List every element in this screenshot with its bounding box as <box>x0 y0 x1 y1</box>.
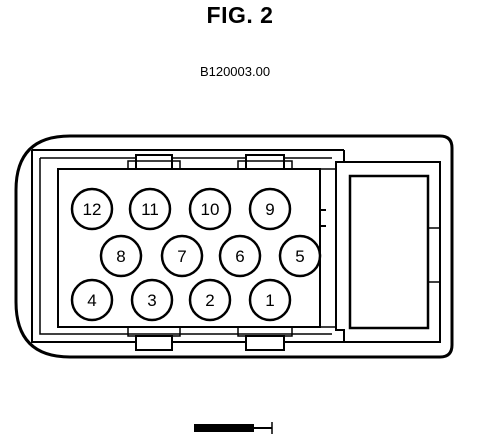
orientation-key-body <box>194 424 254 432</box>
figure-code: B120003.00 <box>199 64 271 79</box>
pin-11: 11 <box>128 187 172 231</box>
pin-circle <box>130 278 174 322</box>
figure-title: FIG. 2 <box>206 2 274 28</box>
top-lock-tab-left-base <box>127 160 181 170</box>
latch-frame <box>335 150 441 343</box>
pin-number-label: 6 <box>235 247 244 266</box>
pin-circle <box>99 234 143 278</box>
pin-circle <box>70 278 114 322</box>
top-lock-tab-right <box>245 154 285 170</box>
pin-circle <box>278 234 322 278</box>
pin-number-label: 10 <box>201 200 220 219</box>
top-lock-tab-right-base <box>237 160 293 170</box>
pin-2: 2 <box>188 278 232 322</box>
pin-10: 10 <box>188 187 232 231</box>
pin-circle <box>248 278 292 322</box>
pin-12: 12 <box>70 187 114 231</box>
pin-1: 1 <box>248 278 292 322</box>
pin-circle <box>128 187 172 231</box>
pin-number-label: 1 <box>265 291 274 310</box>
pin-number-label: 4 <box>87 291 96 310</box>
bottom-lock-tab-left <box>135 335 173 351</box>
pin-group: 12 11 10 9 8 7 6 5 4 3 2 1 <box>70 187 322 322</box>
pin-circle <box>248 187 292 231</box>
pin-number-label: 12 <box>83 200 102 219</box>
pin-cavity <box>57 168 321 328</box>
pin-circle <box>160 234 204 278</box>
pin-9: 9 <box>248 187 292 231</box>
bottom-lock-tab-right <box>245 335 285 351</box>
pin-7: 7 <box>160 234 204 278</box>
latch-tab <box>427 227 441 283</box>
pin-number-label: 8 <box>116 247 125 266</box>
pin-number-label: 9 <box>265 200 274 219</box>
pin-number-label: 11 <box>141 200 159 219</box>
bottom-lock-tab-right-base <box>237 326 293 337</box>
bottom-lock-tab-left-base <box>127 326 181 337</box>
pin-circle <box>70 187 114 231</box>
pin-6: 6 <box>218 234 262 278</box>
pin-circle <box>188 278 232 322</box>
pin-3: 3 <box>130 278 174 322</box>
pin-circle <box>218 234 262 278</box>
connector-housing <box>14 134 454 359</box>
pin-number-label: 5 <box>295 247 304 266</box>
pin-5: 5 <box>278 234 322 278</box>
pin-4: 4 <box>70 278 114 322</box>
pin-8: 8 <box>99 234 143 278</box>
latch-window <box>348 174 430 330</box>
pin-circle <box>188 187 232 231</box>
pin-number-label: 3 <box>147 291 156 310</box>
top-lock-tab-left <box>135 154 173 170</box>
connector-inner-wall <box>31 149 344 343</box>
pin-number-label: 7 <box>177 247 186 266</box>
pin-number-label: 2 <box>205 291 214 310</box>
